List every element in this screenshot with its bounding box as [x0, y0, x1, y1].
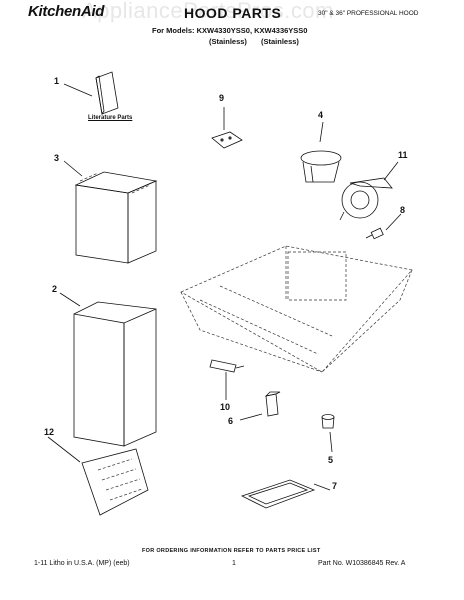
callout-3: 3 — [54, 153, 60, 163]
footer-part-number: Part No. W10386845 Rev. A — [318, 560, 406, 567]
callout-12: 12 — [44, 427, 55, 437]
callout-2: 2 — [52, 284, 58, 294]
light-bulb-drawing — [365, 213, 402, 240]
light-cap-drawing — [321, 414, 335, 453]
callout-7: 7 — [332, 481, 338, 491]
wire-part-drawing — [209, 359, 245, 400]
control-knob-drawing — [239, 391, 281, 421]
ordering-info: FOR ORDERING INFORMATION REFER TO PARTS … — [142, 548, 321, 554]
footer-litho: 1-11 Litho in U.S.A. (MP) (eeb) — [34, 560, 130, 567]
footer-page-number: 1 — [232, 560, 236, 567]
lower-chimney-drawing — [59, 292, 157, 447]
page-title: HOOD PARTS — [184, 5, 282, 21]
literature-parts-drawing — [63, 71, 119, 116]
literature-parts-label: Literature Parts — [88, 115, 133, 121]
callout-5: 5 — [328, 455, 334, 465]
blower-motor-drawing — [339, 161, 399, 221]
switch-part-drawing — [211, 107, 243, 149]
callout-11: 11 — [398, 150, 408, 160]
damper-collar-drawing — [300, 121, 342, 183]
callout-4: 4 — [318, 110, 324, 120]
callout-1: 1 — [54, 76, 60, 86]
callout-10: 10 — [220, 402, 231, 412]
upper-chimney-drawing — [63, 160, 158, 264]
variant-label-1: (Stainless) — [209, 37, 247, 46]
grease-filter-drawing — [47, 436, 149, 516]
brand-logo: KitchenAid — [28, 3, 105, 20]
watermark: AppliancePartsPros.com — [82, 0, 334, 23]
callout-9: 9 — [219, 93, 225, 103]
callout-6: 6 — [228, 416, 234, 426]
filter-panel-drawing — [240, 479, 331, 509]
page-subtitle: 30" & 36" PROFESSIONAL HOOD — [318, 10, 419, 17]
hood-canopy-drawing — [180, 245, 413, 373]
models-line: For Models: KXW4330YSS0, KXW4336YSS0 — [152, 26, 308, 35]
callout-8: 8 — [400, 205, 406, 215]
variant-label-2: (Stainless) — [261, 37, 299, 46]
